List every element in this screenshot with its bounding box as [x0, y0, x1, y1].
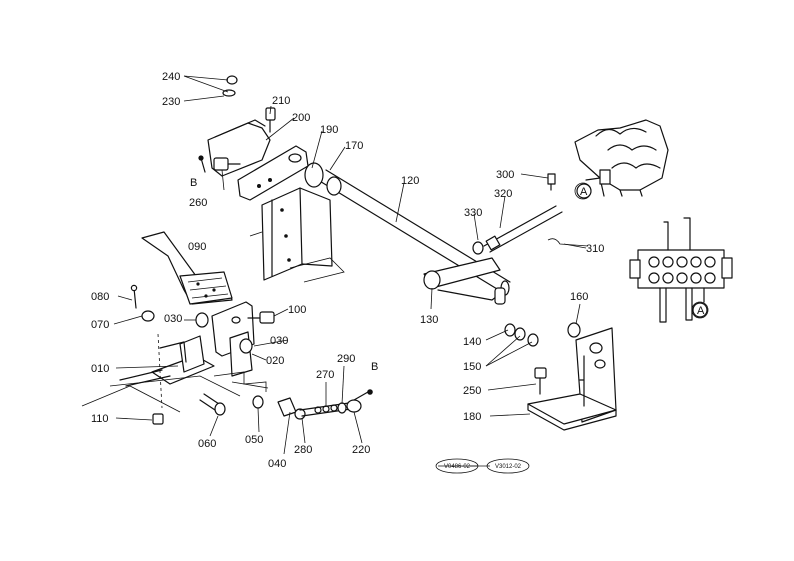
label-220: 220 — [352, 444, 370, 456]
label-a-right: A — [697, 305, 705, 317]
lower-right-bracket-180 — [504, 322, 617, 431]
arm-130 — [423, 257, 506, 305]
part-labels: 240 230 210 200 190 170 120 B 260 300 A … — [91, 71, 705, 470]
label-a-top: A — [580, 186, 588, 198]
label-200: 200 — [292, 112, 310, 124]
rod-320-assembly — [472, 173, 589, 255]
ref-code-right: V3012-02 — [495, 464, 522, 470]
label-150: 150 — [463, 361, 481, 373]
label-130: 130 — [420, 314, 438, 326]
label-080: 080 — [91, 291, 109, 303]
label-010: 010 — [91, 363, 109, 375]
label-090: 090 — [188, 241, 206, 253]
label-170: 170 — [345, 140, 363, 152]
label-260: 260 — [189, 197, 207, 209]
reference-codes: V0486-02 V3012-02 — [435, 458, 530, 474]
label-070: 070 — [91, 319, 109, 331]
label-330: 330 — [464, 207, 482, 219]
pedal-090 — [141, 231, 233, 305]
lower-bracket-assembly — [81, 284, 275, 425]
control-valve-top — [574, 119, 669, 199]
label-030b: 030 — [270, 335, 288, 347]
label-040: 040 — [268, 458, 286, 470]
label-270: 270 — [316, 369, 334, 381]
valve-detail-right — [629, 217, 733, 323]
label-190: 190 — [320, 124, 338, 136]
label-140: 140 — [463, 336, 481, 348]
label-240: 240 — [162, 71, 180, 83]
circle-a-right-marker — [691, 301, 709, 319]
linkage-rod-assembly — [231, 381, 373, 420]
circle-a-top-marker — [574, 182, 592, 200]
label-160: 160 — [570, 291, 588, 303]
label-300: 300 — [496, 169, 514, 181]
label-030a: 030 — [164, 313, 182, 325]
label-b-top: B — [190, 177, 197, 189]
label-280: 280 — [294, 444, 312, 456]
label-b-bottom: B — [371, 361, 378, 373]
ref-code-left: V0486-02 — [444, 464, 471, 470]
label-060: 060 — [198, 438, 216, 450]
leader-lines — [113, 75, 587, 467]
label-250: 250 — [463, 385, 481, 397]
label-110: 110 — [91, 413, 109, 425]
label-210: 210 — [272, 95, 290, 107]
label-320: 320 — [494, 188, 512, 200]
label-100: 100 — [288, 304, 306, 316]
label-290: 290 — [337, 353, 355, 365]
label-020: 020 — [266, 355, 284, 367]
label-180: 180 — [463, 411, 481, 423]
label-050: 050 — [245, 434, 263, 446]
label-310: 310 — [586, 243, 604, 255]
label-230: 230 — [162, 96, 180, 108]
label-120: 120 — [401, 175, 419, 187]
